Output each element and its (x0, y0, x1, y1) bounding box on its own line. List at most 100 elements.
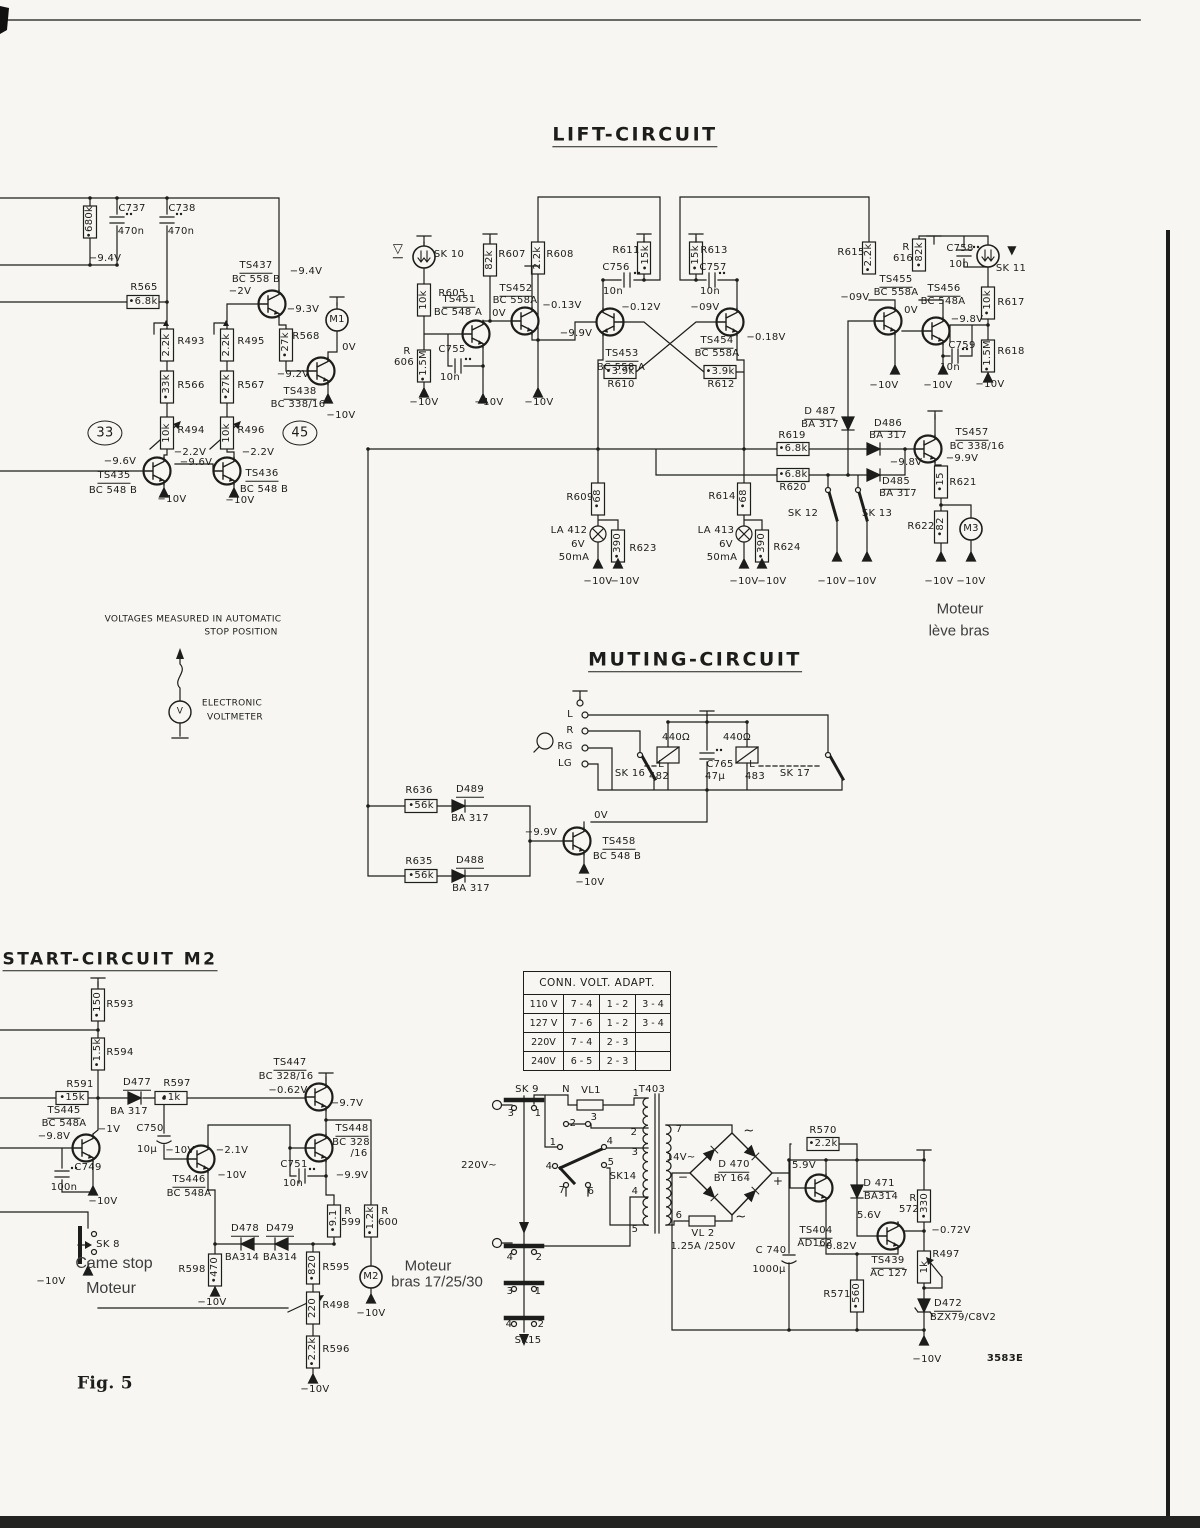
wires-start (0, 977, 383, 1384)
label-r624: R624 (773, 542, 801, 553)
label-10v: −10V (583, 576, 613, 587)
label-9-9v: −9.9V (335, 1170, 369, 1181)
label-ts436: TS436 (245, 468, 279, 482)
label-9-9v: −9.9V (559, 328, 593, 339)
label-10v: −10V (524, 397, 554, 408)
label-r495: R495 (237, 336, 265, 347)
label-616: 616 (893, 253, 913, 264)
label-68: •68 (592, 489, 603, 509)
label-27k: •27k (221, 374, 232, 400)
label-bc-558-a: BC 558 A (596, 362, 646, 373)
label-r615: R615 (837, 247, 865, 258)
label-sk-13: SK 13 (861, 508, 893, 519)
label-0-13v: −0.13V (542, 300, 582, 311)
label-bc-548a: BC 548A (41, 1118, 87, 1129)
label-5: 5 (607, 1157, 615, 1168)
label-1k: •1k (161, 1092, 181, 1103)
label-470n: 470n (167, 226, 195, 237)
label-5-9v: 5.9V (792, 1160, 816, 1171)
label-: ▽ (392, 241, 404, 258)
label-9-9v: −9.9V (945, 453, 979, 464)
label-6-8k: •6.8k (778, 443, 808, 454)
label-: ▼ (1007, 243, 1017, 257)
label-100n: 100n (50, 1182, 78, 1193)
label-ts454: TS454 (700, 335, 734, 349)
label-r594: R594 (106, 1047, 134, 1058)
label-bc-558a: BC 558A (694, 348, 740, 359)
label-1: 1 (632, 1088, 640, 1099)
label-bc-548a: BC 548A (166, 1188, 212, 1199)
label-d479: D479 (266, 1223, 294, 1237)
label-ba-317: BA 317 (451, 813, 489, 824)
label-10v: −10V (88, 1196, 118, 1207)
label-bc-548-b: BC 548 B (239, 484, 289, 495)
label-d477: D477 (123, 1077, 151, 1091)
label-572: 572 (899, 1204, 919, 1215)
label-ba-317: BA 317 (869, 430, 907, 441)
label-3: 3 (506, 1286, 514, 1297)
label-50ma: 50mA (706, 552, 738, 563)
label-ba-317: BA 317 (801, 419, 839, 430)
label-10n: 10n (283, 1178, 303, 1189)
label-ts404: TS404 (799, 1225, 833, 1239)
label-vl-2: VL 2 (691, 1228, 715, 1239)
label-1-2k: •1.2k (365, 1206, 376, 1236)
label-0-12v: −0.12V (621, 302, 661, 313)
label-10v: −10V (869, 380, 899, 391)
label-d485: D485 (882, 476, 910, 490)
label-bc-548a: BC 548A (920, 296, 966, 307)
label-sk-12: SK 12 (787, 508, 819, 519)
label-sk-9: SK 9 (515, 1084, 539, 1095)
label-bc-338-16: BC 338/16 (270, 399, 326, 410)
label-: + (772, 1174, 784, 1188)
label-r: R (909, 1193, 917, 1204)
label-r498: R498 (322, 1300, 350, 1311)
label-483: 483 (745, 771, 765, 782)
label-9-6v: −9.6V (103, 456, 137, 467)
label-9-3v: −9.3V (286, 304, 320, 315)
label-0v: 0V (492, 308, 506, 319)
label-82k: •82k (914, 242, 925, 268)
label-r: R (566, 725, 574, 736)
label-r565: R565 (130, 282, 158, 293)
label-10k: 10k (161, 423, 172, 443)
label-stop-position: STOP POSITION (204, 627, 278, 638)
table-cell: 240V (523, 1051, 564, 1071)
label-1000: 1000µ (752, 1264, 786, 1275)
label-sk-10: SK 10 (433, 249, 465, 260)
label-10n: 10n (603, 286, 623, 297)
label-3-9k: •3.9k (605, 366, 635, 377)
table-cell: 7 - 4 (563, 994, 600, 1014)
label-l: L (567, 709, 573, 720)
label-bc-548-b: BC 548 B (88, 485, 138, 496)
label-c757: C757 (699, 262, 727, 273)
label-2-2k: 2.2k (532, 246, 543, 270)
label-t403: T403 (638, 1084, 666, 1095)
label-10v: −10V (924, 576, 954, 587)
label-d-470: D 470 (718, 1159, 750, 1173)
label-: − (677, 1170, 689, 1184)
label-82k: 82k (484, 250, 495, 270)
label-27k: •27k (280, 332, 291, 358)
wires-muting (533, 690, 846, 828)
label-r635: R635 (405, 856, 433, 867)
label-6: 6 (587, 1186, 595, 1197)
label-68: •68 (738, 489, 749, 509)
page-border (0, 6, 1200, 1528)
label-sk14: SK14 (609, 1171, 637, 1182)
label-bc-548-a: BC 548 A (433, 307, 483, 318)
label-56k: •56k (408, 870, 434, 881)
label-r: R (344, 1206, 352, 1217)
label-electronic: ELECTRONIC (201, 698, 263, 709)
table-cell: 220V (523, 1032, 564, 1052)
label-7: 7 (558, 1185, 566, 1196)
label-d489: D489 (456, 784, 484, 798)
label-c759: C759 (948, 340, 976, 351)
label-2-2v: −2.2V (241, 447, 275, 458)
label-10v: −10V (610, 576, 640, 587)
label-440: 440Ω (662, 732, 690, 743)
